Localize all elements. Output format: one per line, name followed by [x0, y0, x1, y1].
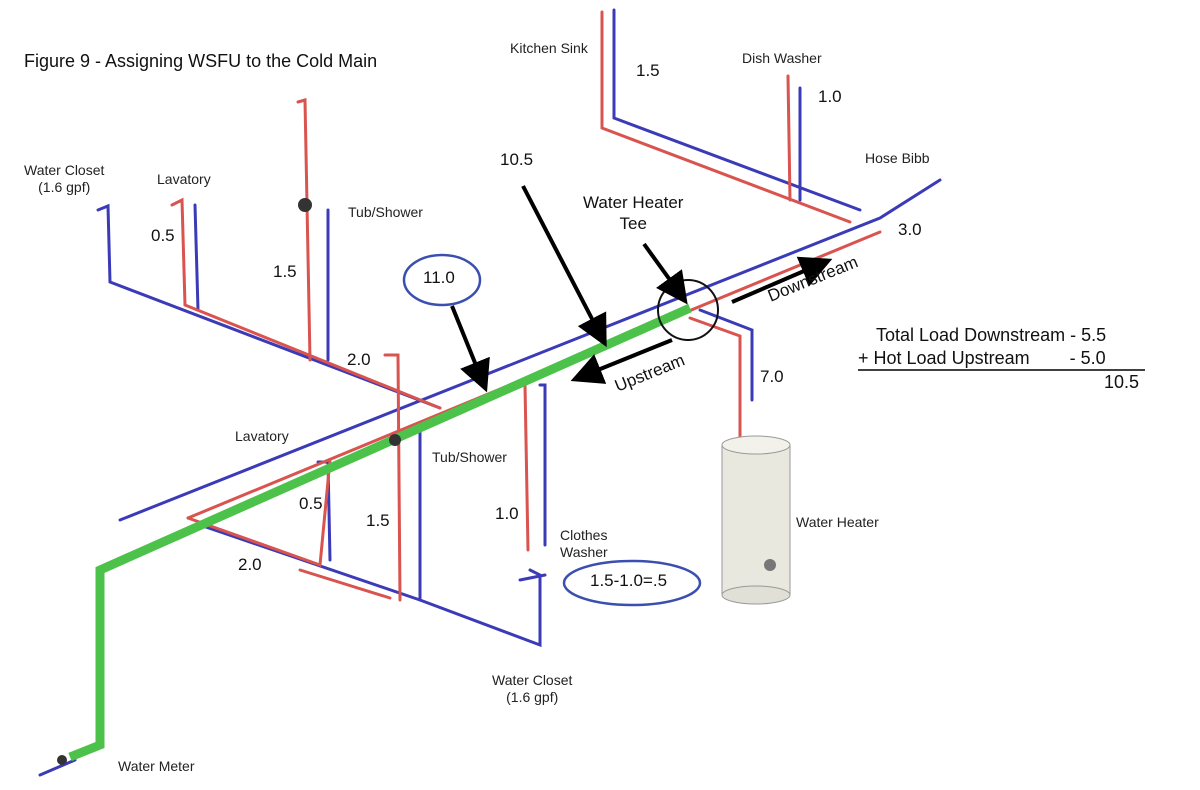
- fixture-gpf: (1.6 gpf): [38, 179, 91, 195]
- circle-main-value: [402, 253, 482, 307]
- label-tub-shower-upper: Tub/Shower: [348, 204, 423, 220]
- calc-result: 10.5: [1104, 372, 1140, 392]
- fixture-name: Water Closet: [24, 162, 105, 178]
- arrow-upstream: [570, 338, 673, 384]
- label-hose-bibb: Hose Bibb: [865, 150, 930, 166]
- label-water-heater-tee: Water Heater Tee: [583, 193, 684, 233]
- label-water-heater: Water Heater: [796, 514, 879, 530]
- value-main-circled: 11.0: [423, 268, 455, 287]
- value-main-upstream: 10.5: [500, 150, 534, 169]
- value-dish-washer: 1.0: [818, 87, 842, 106]
- label-water-closet-upper: Water Closet(1.6 gpf): [24, 162, 104, 196]
- label-dish-washer: Dish Washer: [742, 50, 822, 66]
- label-water-meter: Water Meter: [118, 758, 195, 774]
- valve-icon: [389, 434, 401, 446]
- value-lavatory-upper: 0.5: [151, 226, 175, 245]
- figure-title: Figure 9 - Assigning WSFU to the Cold Ma…: [24, 51, 378, 71]
- value-tub-shower-lower: 1.5: [366, 511, 390, 530]
- value-hose-bibb-segment: 3.0: [898, 220, 922, 239]
- label-lavatory-upper: Lavatory: [157, 171, 211, 187]
- value-kitchen-sink: 1.5: [636, 61, 660, 80]
- value-water-heater: 7.0: [760, 367, 784, 386]
- water-heater-tank: [721, 435, 791, 605]
- label-lavatory-lower: Lavatory: [235, 428, 289, 444]
- fixture-gpf: (1.6 gpf): [506, 689, 559, 705]
- value-tub-shower-upper: 1.5: [273, 262, 297, 281]
- arrow-downstream: [731, 256, 833, 304]
- arrow-main-circled: [450, 305, 490, 393]
- value-lavatory-lower: 0.5: [299, 494, 323, 513]
- meter-icon: [57, 755, 67, 765]
- label-clothes-washer: Clothes Washer: [560, 527, 608, 560]
- fixture-name: Water Closet: [492, 672, 573, 688]
- value-upper-branch: 2.0: [347, 350, 371, 369]
- arrow-tee: [642, 242, 688, 305]
- calc-line-2: + Hot Load Upstream - 5.0: [858, 348, 1106, 368]
- label-water-closet-lower: Water Closet(1.6 gpf): [492, 672, 572, 706]
- value-washer-calc: 1.5-1.0=.5: [590, 571, 668, 590]
- value-lower-branch: 2.0: [238, 555, 262, 574]
- valve-icon: [298, 198, 312, 212]
- arrow-main-upstream: [521, 185, 607, 348]
- label-tub-shower-lower: Tub/Shower: [432, 449, 507, 465]
- value-clothes-washer: 1.0: [495, 504, 519, 523]
- calc-line-1: Total Load Downstream - 5.5: [876, 325, 1107, 345]
- circle-tee: [657, 279, 719, 341]
- label-kitchen-sink: Kitchen Sink: [510, 40, 588, 56]
- circle-washer-calc: [562, 559, 702, 607]
